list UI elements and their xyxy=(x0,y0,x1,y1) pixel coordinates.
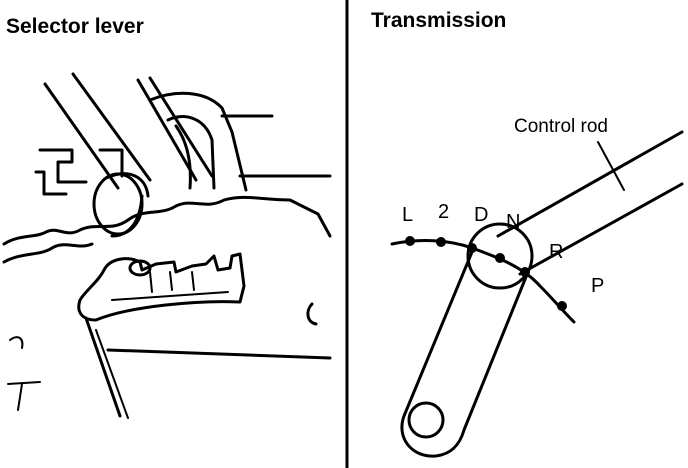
selector-lever-illustration xyxy=(2,72,332,419)
position-label-l: L xyxy=(402,204,413,226)
detent-dot-p xyxy=(557,301,567,311)
selector-arm-hub xyxy=(466,222,534,290)
right-panel-title: Transmission xyxy=(371,9,506,32)
detent-arc xyxy=(390,239,576,324)
position-label-p: P xyxy=(591,275,604,297)
detent-dot-n xyxy=(495,253,505,263)
selector-arm-bolt xyxy=(407,401,445,439)
transmission-illustration xyxy=(390,130,684,458)
detent-dot-l xyxy=(405,236,415,246)
position-label-d: D xyxy=(474,204,488,226)
control-rod-label: Control rod xyxy=(514,116,608,137)
left-panel-title: Selector lever xyxy=(6,15,144,38)
control-rod xyxy=(496,130,684,238)
selector-arm xyxy=(400,250,530,458)
detent-dot-2 xyxy=(436,237,446,247)
position-label-r: R xyxy=(549,241,563,263)
position-label-n: N xyxy=(506,211,520,233)
position-label-2: 2 xyxy=(438,201,449,223)
detent-plate xyxy=(77,252,246,322)
